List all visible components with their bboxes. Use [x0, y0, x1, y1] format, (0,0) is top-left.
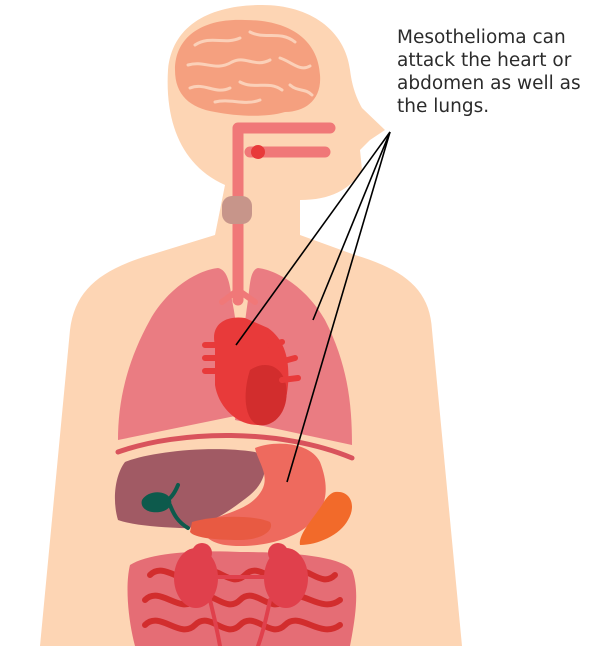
brain [175, 20, 320, 116]
thyroid [222, 196, 252, 224]
intestines [128, 551, 357, 646]
pancreas [190, 517, 271, 540]
throat-marker [251, 145, 265, 159]
callout-annotation: Mesothelioma can attack the heart or abd… [397, 26, 605, 118]
